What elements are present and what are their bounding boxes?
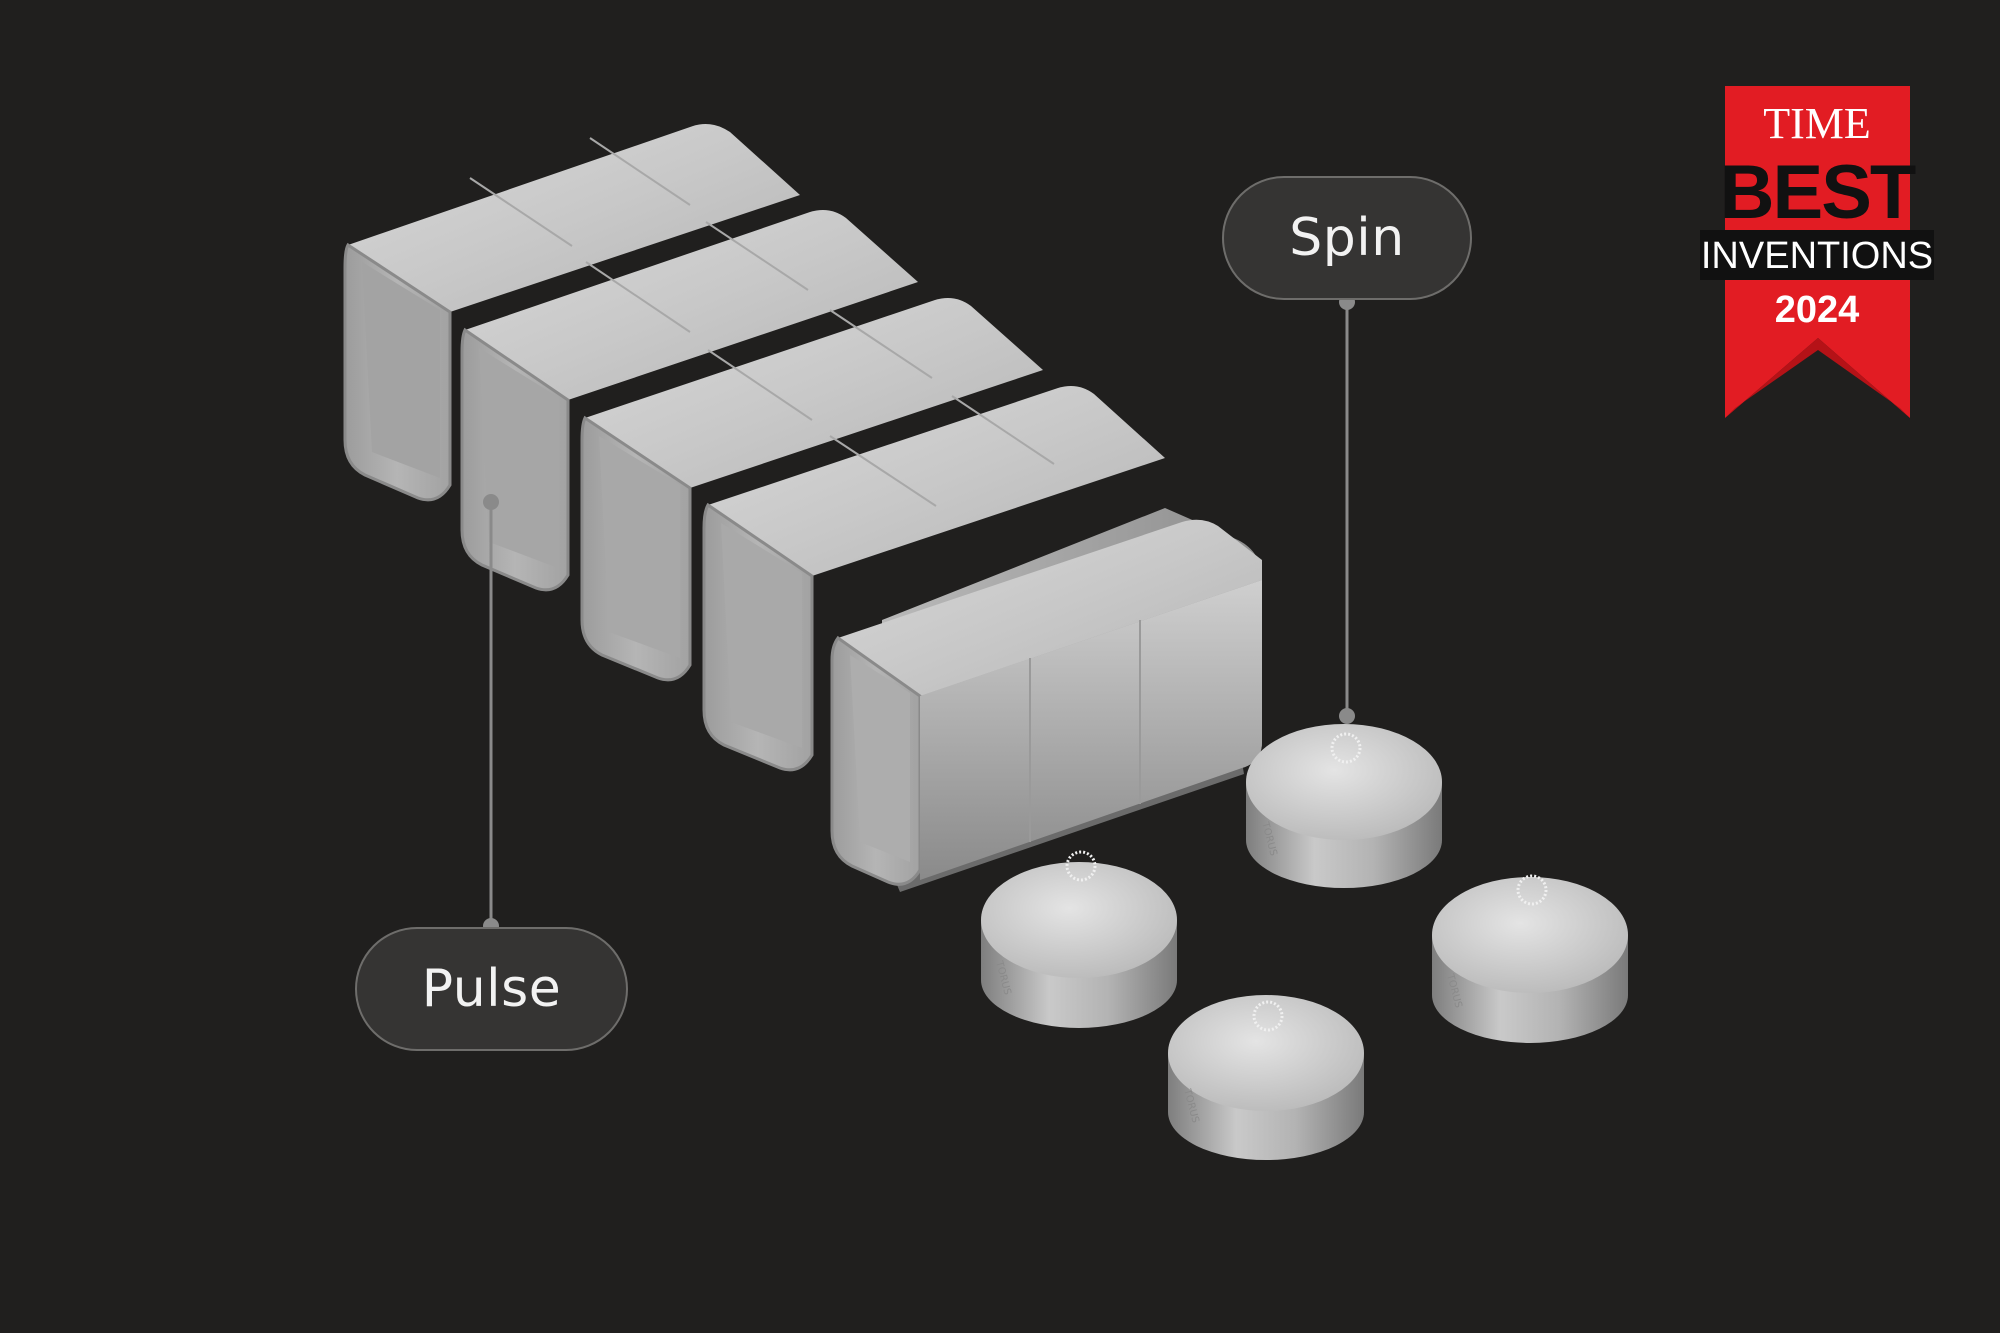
- badge-title: BEST: [1720, 150, 1916, 235]
- badge-year: 2024: [1775, 289, 1860, 331]
- pulse-leader-line: [483, 494, 499, 934]
- spin-disc: [1432, 874, 1628, 1043]
- pulse-module: [343, 124, 1262, 892]
- badge-brand: TIME: [1763, 99, 1871, 148]
- time-best-inventions-badge: TIME BEST INVENTIONS 2024: [1700, 86, 1934, 418]
- spin-disc: [1168, 995, 1364, 1160]
- badge-subtitle: INVENTIONS: [1701, 235, 1933, 277]
- pulse-segment: [702, 386, 1165, 772]
- spin-disc: [1246, 724, 1442, 888]
- spin-callout[interactable]: Spin: [1222, 176, 1472, 300]
- pulse-segment: [580, 298, 1043, 682]
- spin-disc: [981, 850, 1177, 1028]
- pulse-segment: [343, 124, 800, 502]
- pulse-segment: [830, 519, 1262, 886]
- spin-leader-line: [1339, 294, 1355, 724]
- pulse-callout[interactable]: Pulse: [355, 927, 628, 1051]
- pulse-segment: [460, 210, 918, 592]
